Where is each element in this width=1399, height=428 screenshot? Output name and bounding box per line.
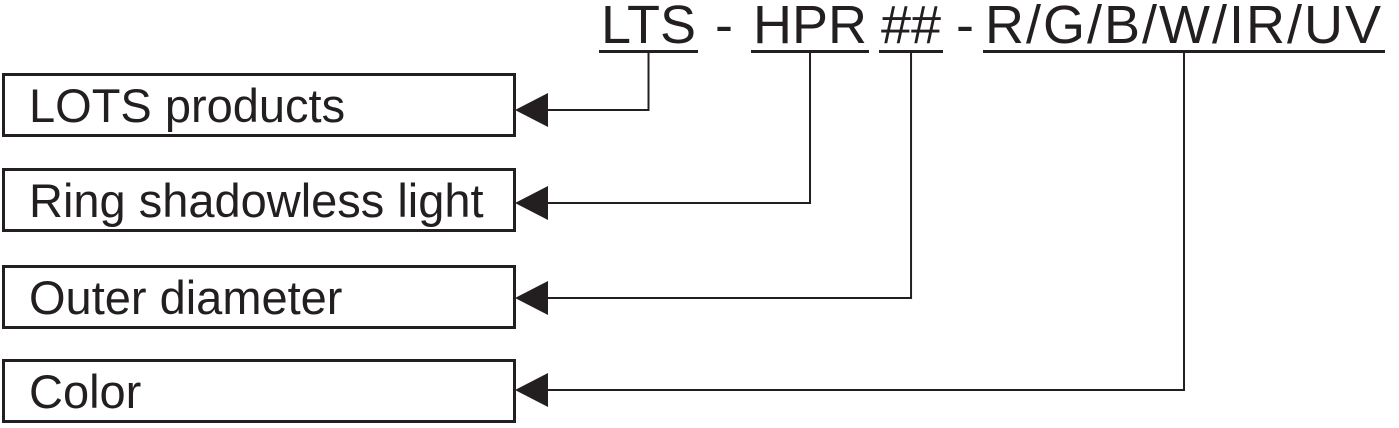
arrow-left-icon <box>515 93 548 127</box>
label-box-ring-shadowless-light: Ring shadowless light <box>2 168 516 232</box>
label-box-color: Color <box>2 359 516 423</box>
code-segment-color: R/G/B/W/IR/UV <box>983 0 1386 55</box>
code-separator-dash: - <box>715 0 733 55</box>
label-box-outer-diameter: Outer diameter <box>2 265 516 329</box>
label-text-color: Color <box>29 364 142 418</box>
arrow-left-icon <box>515 373 548 407</box>
label-text-ring-shadowless-light: Ring shadowless light <box>29 173 484 227</box>
code-segment-diameter: ## <box>879 0 944 55</box>
code-segment-series: LTS <box>599 0 699 55</box>
arrow-left-icon <box>515 186 548 220</box>
label-box-lots-products: LOTS products <box>2 73 516 137</box>
code-separator-dash: - <box>956 0 974 55</box>
label-text-outer-diameter: Outer diameter <box>29 270 343 324</box>
label-text-lots-products: LOTS products <box>29 78 346 132</box>
code-segment-type: HPR <box>751 0 870 55</box>
arrow-left-icon <box>515 281 548 315</box>
